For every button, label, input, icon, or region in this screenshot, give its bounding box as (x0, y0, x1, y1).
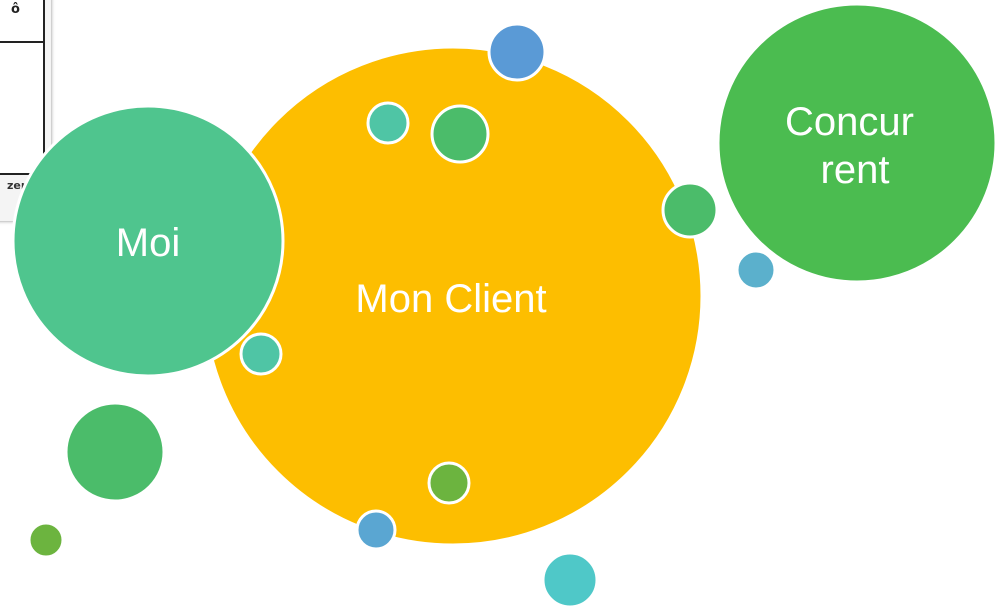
label-moi: Moi (116, 221, 180, 265)
small-bubble-cyan-2 (541, 551, 599, 607)
small-bubble-teal-1 (366, 101, 410, 145)
small-bubble-teal-2 (239, 332, 283, 376)
label-concurrent-line-2: rent (821, 148, 890, 192)
small-bubble-green-2 (661, 181, 719, 239)
screenshot-divider (0, 41, 45, 43)
small-bubble-green-3 (64, 401, 166, 503)
small-bubble-top-blue (487, 22, 547, 82)
small-bubble-olive-2 (27, 521, 65, 559)
screenshot-frame (0, 0, 45, 175)
screenshot-text-fragment: zer (7, 179, 27, 192)
small-bubble-cyan-1 (735, 249, 777, 291)
small-bubble-olive-1 (427, 461, 471, 505)
small-bubble-blue-2 (355, 509, 397, 551)
screenshot-glyph: ô (11, 2, 20, 17)
background-screenshot: ô zer (0, 0, 52, 222)
label-mon-client: Mon Client (355, 277, 546, 321)
bubble-moi (11, 104, 285, 378)
small-bubble-green-1 (430, 104, 490, 164)
label-concurrent-line-1: Concur (785, 100, 914, 144)
label-concurrent: Concur rent (785, 100, 925, 192)
bubble-concurrent (716, 2, 998, 284)
